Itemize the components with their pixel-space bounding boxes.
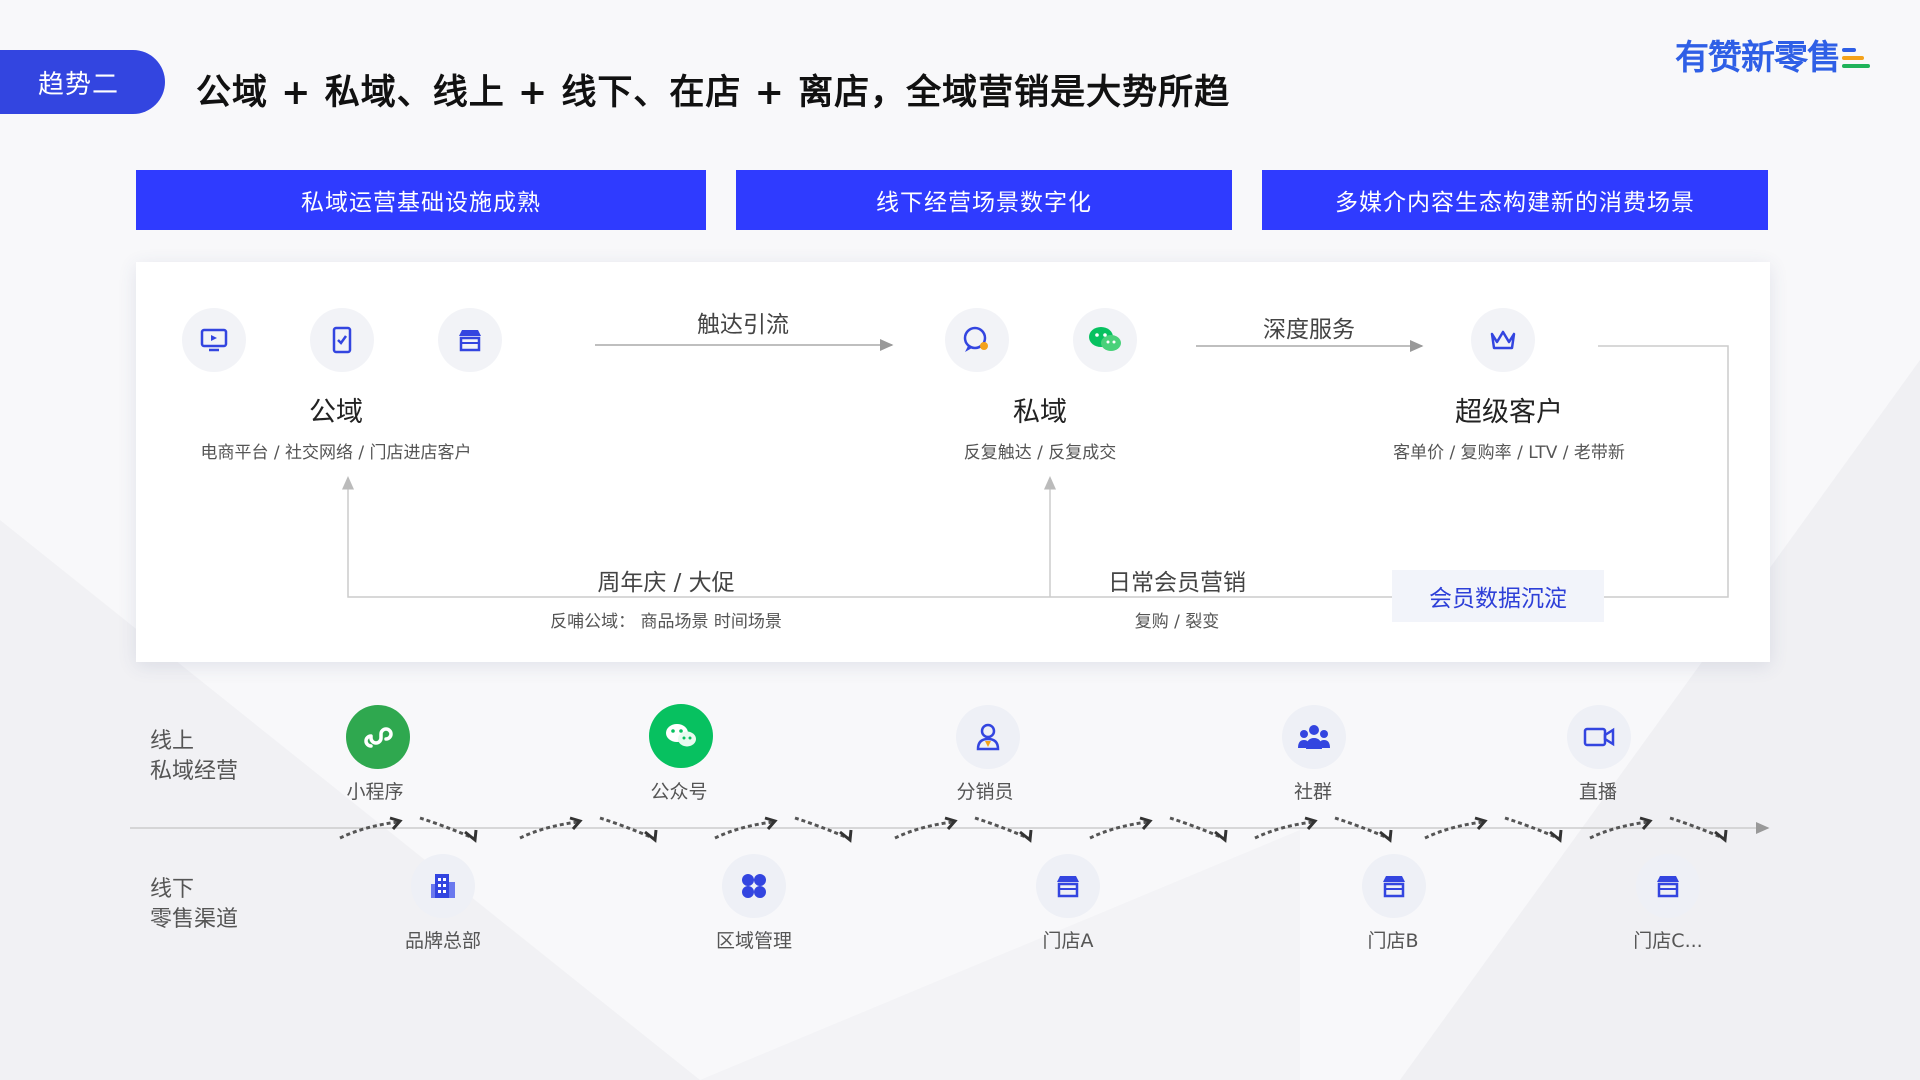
tablet-check-icon xyxy=(310,308,374,372)
region-grid-icon xyxy=(722,854,786,918)
reach-label: 触达引流 xyxy=(697,312,789,338)
offline-row-label-line2: 零售渠道 xyxy=(150,907,239,932)
zigzag-arrow-head xyxy=(944,816,958,830)
private-domain-sub: 反复触达 / 反复成交 xyxy=(963,443,1117,463)
zigzag-arrow-head xyxy=(839,829,853,843)
channel-store-c-label: 门店C... xyxy=(1633,930,1703,952)
channel-store-b-label: 门店B xyxy=(1367,930,1419,952)
headquarters-building-icon xyxy=(411,854,475,918)
zigzag-arrow-head xyxy=(1379,829,1393,843)
anniversary-label: 周年庆 / 大促 xyxy=(597,570,735,596)
channel-distributor-label: 分销员 xyxy=(956,781,1014,803)
online-row-label-line2: 私域经营 xyxy=(150,759,239,784)
page-title: 公域 + 私域、线上 + 线下、在店 + 离店，全域营销是大势所趋 xyxy=(196,73,1231,113)
zigzag-arrow-head xyxy=(1304,816,1318,830)
service-label: 深度服务 xyxy=(1263,317,1355,343)
zigzag-arrow-up xyxy=(894,820,954,840)
zigzag-arrow-head xyxy=(644,829,658,843)
zigzag-arrow-head xyxy=(1139,816,1153,830)
banner-private-infra: 私域运营基础设施成熟 xyxy=(136,170,706,230)
zigzag-arrow-up xyxy=(714,820,774,840)
offline-row-label: 线下 零售渠道 xyxy=(150,875,238,935)
zigzag-arrow-up xyxy=(339,820,399,840)
channel-store-a-label: 门店A xyxy=(1042,930,1094,952)
banner-multimedia-content: 多媒介内容生态构建新的消费场景 xyxy=(1262,170,1768,230)
daily-member-label: 日常会员营销 xyxy=(1108,570,1246,596)
channel-zigzag-arrows xyxy=(339,816,1728,843)
brand-logo-bars-icon xyxy=(1842,46,1870,70)
store-icon xyxy=(1036,854,1100,918)
super-customer-title: 超级客户 xyxy=(1455,397,1563,428)
store-icon xyxy=(1362,854,1426,918)
zigzag-arrow-up xyxy=(1589,820,1649,840)
zigzag-arrow-up xyxy=(1089,820,1149,840)
member-data-box: 会员数据沉淀 xyxy=(1392,570,1604,622)
zigzag-arrow-up xyxy=(1254,820,1314,840)
wechat-icon xyxy=(1073,308,1137,372)
store-icon xyxy=(438,308,502,372)
zigzag-arrow-head xyxy=(1474,816,1488,830)
loop-back-line xyxy=(342,345,1729,598)
zigzag-arrow-head xyxy=(389,816,403,830)
zigzag-arrow-head xyxy=(764,816,778,830)
zigzag-arrow-head xyxy=(569,816,583,830)
chat-search-icon xyxy=(945,308,1009,372)
channel-region-label: 区域管理 xyxy=(715,930,793,952)
zigzag-arrow-up xyxy=(1424,820,1484,840)
online-row-label-line1: 线上 xyxy=(150,729,195,754)
monitor-icon xyxy=(182,308,246,372)
channel-community-label: 社群 xyxy=(1293,781,1333,803)
wechat-official-account-icon xyxy=(649,704,713,768)
online-row-label: 线上 私域经营 xyxy=(150,727,238,787)
zigzag-arrow-head xyxy=(464,829,478,843)
anniversary-sub: 反哺公域： 商品场景 时间场景 xyxy=(550,612,782,632)
brand-logo-text: 有赞新零售 xyxy=(1675,38,1841,78)
mini-program-icon xyxy=(346,705,410,769)
background-shape xyxy=(700,830,1300,1080)
distributor-icon xyxy=(956,705,1020,769)
zigzag-arrow-head xyxy=(1214,829,1228,843)
channel-hq-label: 品牌总部 xyxy=(404,930,482,952)
live-video-icon xyxy=(1567,705,1631,769)
daily-member-sub: 复购 / 裂变 xyxy=(1134,612,1220,632)
brand-logo: 有赞新零售 xyxy=(1675,30,1870,79)
super-customer-sub: 客单价 / 复购率 / LTV / 老带新 xyxy=(1393,443,1625,463)
public-domain-sub: 电商平台 / 社交网络 / 门店进店客户 xyxy=(200,443,472,463)
channel-official-account-label: 公众号 xyxy=(650,781,708,803)
store-icon xyxy=(1636,854,1700,918)
zigzag-arrow-up xyxy=(519,820,579,840)
offline-row-label-line1: 线下 xyxy=(150,877,195,902)
zigzag-arrow-head xyxy=(1714,829,1728,843)
crown-icon xyxy=(1471,308,1535,372)
zigzag-arrow-head xyxy=(1549,829,1563,843)
trend-tag: 趋势二 xyxy=(0,50,165,114)
public-domain-title: 公域 xyxy=(309,397,363,428)
channel-live-label: 直播 xyxy=(1578,781,1618,803)
zigzag-arrow-head xyxy=(1639,816,1653,830)
private-domain-title: 私域 xyxy=(1013,397,1067,428)
community-icon xyxy=(1282,705,1346,769)
channel-mini-program-label: 小程序 xyxy=(346,781,404,803)
banner-offline-digital: 线下经营场景数字化 xyxy=(736,170,1232,230)
zigzag-arrow-head xyxy=(1019,829,1033,843)
